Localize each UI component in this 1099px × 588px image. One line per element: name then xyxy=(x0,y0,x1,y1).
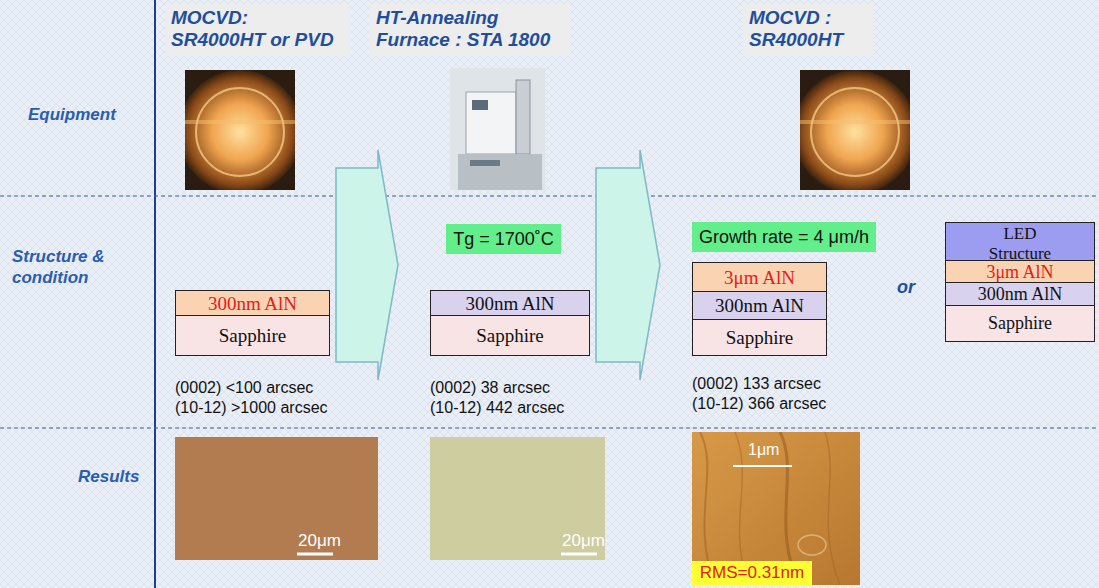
box-text: 300nm AlN xyxy=(978,284,1063,305)
equipment-header: HT-Annealing Furnace : STA 1800 xyxy=(370,4,570,56)
afm-image xyxy=(692,432,860,585)
row-divider xyxy=(0,196,1099,197)
condition-tag: Growth rate = 4 μm/h xyxy=(692,222,876,252)
layer-box: 3μm AlN xyxy=(692,262,827,293)
scale-label: 1μm xyxy=(748,440,779,460)
box-text: 3μm AlN xyxy=(986,262,1053,283)
xrd-value: (10-12) >1000 arcsec xyxy=(175,398,328,418)
layer-box: Sapphire xyxy=(430,315,590,356)
box-text: Sapphire xyxy=(988,313,1052,334)
header-text: MOCVD: SR4000HT or PVD xyxy=(171,7,344,51)
microscope-image xyxy=(430,437,605,560)
xrd-value: (0002) 133 arcsec xyxy=(692,374,821,394)
layer-box: 300nm AlN xyxy=(945,282,1095,307)
box-text: Growth rate = 4 μm/h xyxy=(699,227,869,248)
box-text: LED Structure xyxy=(977,224,1063,263)
box-text: 300nm AlN xyxy=(465,293,554,315)
xrd-value: (0002) <100 arcsec xyxy=(175,378,313,398)
box-text: 300nm AlN xyxy=(208,293,297,315)
layer-box: 300nm AlN xyxy=(692,291,827,321)
mocvd-photo xyxy=(185,70,295,190)
header-text: MOCVD : SR4000HT xyxy=(749,7,867,51)
box-text: Sapphire xyxy=(476,325,544,347)
microscope-image xyxy=(175,437,378,560)
layer-box: Sapphire xyxy=(945,305,1095,342)
row-label: Results xyxy=(78,466,139,487)
scale-bar xyxy=(733,465,792,467)
box-text: 3μm AlN xyxy=(724,267,795,289)
scale-label: 20μm xyxy=(298,530,341,551)
or-text: or xyxy=(897,276,915,299)
layer-box: 300nm AlN xyxy=(430,290,590,317)
xrd-value: (0002) 38 arcsec xyxy=(430,378,550,398)
box-text: Sapphire xyxy=(726,327,794,349)
mocvd-photo xyxy=(800,70,910,190)
row-divider xyxy=(0,428,1099,429)
xrd-value: (10-12) 366 arcsec xyxy=(692,394,826,414)
scale-bar xyxy=(297,553,333,556)
layer-box: Sapphire xyxy=(692,319,827,356)
scale-label: 20μm xyxy=(562,530,605,551)
process-arrow xyxy=(596,150,660,380)
box-text: RMS=0.31nm xyxy=(700,563,804,583)
box-text: 300nm AlN xyxy=(715,295,804,317)
xrd-value: (10-12) 442 arcsec xyxy=(430,398,564,418)
header-text: HT-Annealing Furnace : STA 1800 xyxy=(376,7,564,51)
layer-box: 300nm AlN xyxy=(175,290,330,317)
row-label: Equipment xyxy=(28,104,116,125)
scale-bar xyxy=(561,553,597,556)
furnace-photo xyxy=(450,68,545,190)
equipment-header: MOCVD : SR4000HT xyxy=(743,4,873,56)
row-label: Structure & condition xyxy=(12,246,127,289)
rms-tag: RMS=0.31nm xyxy=(692,561,812,585)
box-text: Sapphire xyxy=(219,325,287,347)
box-text: Tg = 1700˚C xyxy=(453,229,554,250)
layer-box: Sapphire xyxy=(175,315,330,356)
row-axis-line xyxy=(154,0,156,588)
process-arrow xyxy=(336,150,398,380)
condition-tag: Tg = 1700˚C xyxy=(446,224,561,254)
equipment-header: MOCVD: SR4000HT or PVD xyxy=(165,4,350,56)
